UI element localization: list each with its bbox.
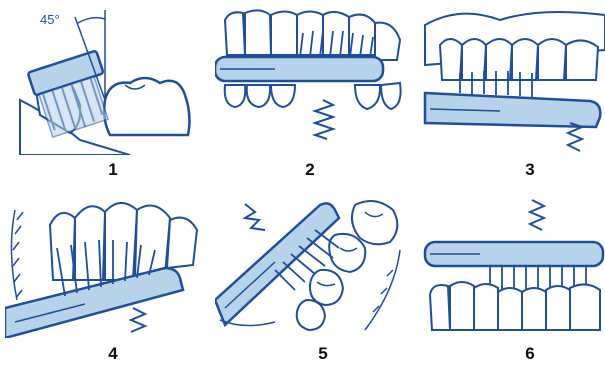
step-number-2: 2 xyxy=(290,160,330,180)
step-number-1: 1 xyxy=(93,160,133,180)
brush-front-teeth-illustration xyxy=(5,190,210,338)
panel-step-1: 45° xyxy=(10,5,205,155)
motion-zigzag-icon xyxy=(131,308,145,332)
step-number-3: 3 xyxy=(510,160,550,180)
panel-step-3 xyxy=(420,5,605,155)
panel-step-6 xyxy=(420,190,605,338)
motion-zigzag-icon xyxy=(245,204,265,230)
step-number-5: 5 xyxy=(303,344,343,364)
angle-brush-illustration xyxy=(10,5,205,155)
brush-chewing-surface-illustration xyxy=(215,190,410,338)
angle-arc xyxy=(78,18,105,23)
panel-step-2 xyxy=(215,5,405,155)
motion-zigzag-icon xyxy=(530,200,544,230)
step-number-4: 4 xyxy=(93,344,133,364)
motion-zigzag-icon xyxy=(315,100,333,139)
angled-brush-inner-teeth-illustration xyxy=(420,5,605,155)
horizontal-brush-upper-teeth-illustration xyxy=(215,5,405,155)
step-number-6: 6 xyxy=(510,344,550,364)
angle-label: 45° xyxy=(40,13,60,27)
horizontal-brush-lower-teeth-illustration xyxy=(420,190,605,338)
panel-step-4 xyxy=(5,190,210,338)
panel-step-5 xyxy=(215,190,410,338)
